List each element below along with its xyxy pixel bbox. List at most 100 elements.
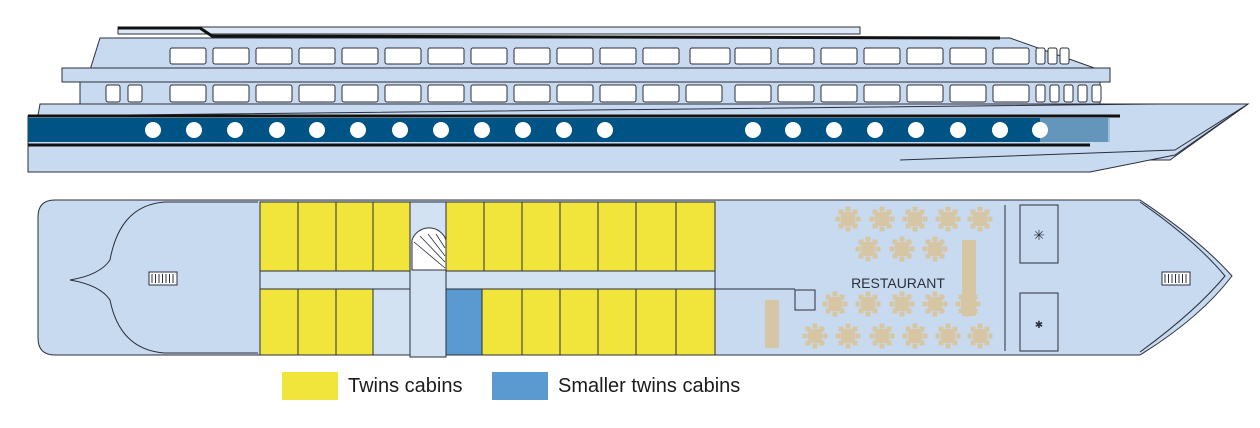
chair	[819, 340, 825, 346]
table-top	[941, 212, 955, 226]
chair	[939, 294, 945, 300]
long-table-right	[962, 240, 976, 316]
cabins	[259, 201, 716, 356]
chair	[852, 209, 858, 215]
chair	[839, 294, 845, 300]
round-table	[802, 323, 828, 349]
chair	[955, 301, 961, 307]
chair	[822, 301, 828, 307]
round-table	[935, 206, 961, 232]
long-table-left	[765, 300, 779, 348]
chair	[892, 294, 898, 300]
chair	[919, 326, 925, 332]
chair	[905, 340, 911, 346]
chair	[872, 239, 878, 245]
chair	[865, 311, 871, 317]
porthole	[908, 122, 924, 138]
middle-window	[212, 84, 250, 103]
chair	[905, 326, 911, 332]
chair	[865, 236, 871, 242]
chair	[938, 223, 944, 229]
chair	[987, 216, 993, 222]
chair	[832, 291, 838, 297]
table-top	[908, 212, 922, 226]
chair	[889, 333, 895, 339]
chair	[970, 223, 976, 229]
chair	[919, 340, 925, 346]
chair	[977, 343, 983, 349]
upper-window	[169, 47, 207, 65]
table-top	[861, 297, 875, 311]
chair	[886, 326, 892, 332]
middle-window	[427, 84, 465, 103]
bow-curve	[1139, 201, 1226, 353]
twins-cabin	[635, 288, 677, 356]
twins-cabin	[559, 201, 599, 272]
chair	[835, 333, 841, 339]
upper-window	[777, 47, 815, 65]
galley-room-bottom	[1019, 292, 1059, 352]
chair	[984, 340, 990, 346]
middle-window	[513, 84, 551, 103]
chair	[832, 311, 838, 317]
chair	[925, 308, 931, 314]
smaller-twins-swatch	[492, 372, 548, 400]
chair	[886, 223, 892, 229]
twins-cabin	[259, 201, 299, 272]
hull-stripe-fade	[1040, 118, 1110, 142]
upper-window	[642, 47, 680, 65]
chair	[869, 216, 875, 222]
twins-cabin	[521, 201, 561, 272]
table-top	[861, 242, 875, 256]
porthole	[1032, 122, 1048, 138]
chair	[905, 223, 911, 229]
middle-window	[992, 84, 1030, 103]
chair	[945, 343, 951, 349]
chair	[869, 333, 875, 339]
chair	[855, 333, 861, 339]
porthole	[950, 122, 966, 138]
chair	[906, 239, 912, 245]
chair	[872, 223, 878, 229]
chair	[945, 226, 951, 232]
chair	[922, 301, 928, 307]
upper-window	[212, 47, 250, 65]
chair	[922, 246, 928, 252]
middle-window	[556, 84, 594, 103]
chair	[865, 256, 871, 262]
chair	[879, 206, 885, 212]
round-table	[922, 236, 948, 262]
table-top	[841, 212, 855, 226]
middle-window	[1063, 84, 1074, 103]
porthole	[867, 122, 883, 138]
twins-cabin	[445, 201, 485, 272]
sun-deck-canopy	[117, 26, 861, 35]
chair	[872, 308, 878, 314]
chair	[912, 226, 918, 232]
upper-window	[427, 47, 465, 65]
upper-window	[689, 47, 731, 65]
porthole	[556, 122, 572, 138]
chair	[875, 246, 881, 252]
upper-window	[341, 47, 379, 65]
table-top	[973, 329, 987, 343]
upper-window	[906, 47, 944, 65]
twins-cabin	[635, 201, 677, 272]
chair	[938, 209, 944, 215]
chair	[812, 343, 818, 349]
twins-cabin	[259, 288, 299, 356]
round-table	[889, 236, 915, 262]
middle-window	[863, 84, 901, 103]
chair	[855, 216, 861, 222]
chair	[906, 253, 912, 259]
chair	[875, 301, 881, 307]
chair	[892, 253, 898, 259]
chair	[942, 246, 948, 252]
middle-window	[1077, 84, 1088, 103]
chair	[805, 326, 811, 332]
round-table	[822, 291, 848, 317]
restaurant-label: RESTAURANT	[851, 275, 945, 291]
chair	[855, 301, 861, 307]
porthole	[826, 122, 842, 138]
portholes	[145, 122, 1048, 138]
